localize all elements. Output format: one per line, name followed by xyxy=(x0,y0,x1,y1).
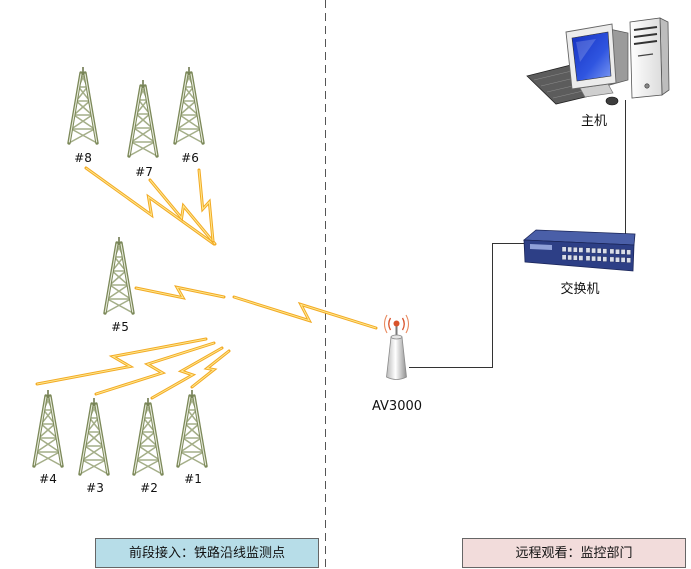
tower-8: #8 xyxy=(67,65,99,165)
switch-port xyxy=(609,248,615,255)
lightning-bolt xyxy=(35,337,208,386)
tower-icon xyxy=(67,65,99,145)
switch-port xyxy=(602,256,608,262)
antenna-label: AV3000 xyxy=(372,399,422,414)
lightning-bolt xyxy=(148,178,217,246)
switch-antenna-cable xyxy=(409,243,526,368)
switch-port xyxy=(591,247,596,254)
lightning-bolt xyxy=(197,168,215,243)
tower-label: #3 xyxy=(86,481,104,495)
front-end-zone-box xyxy=(95,538,319,568)
tower-label: #7 xyxy=(135,165,153,179)
tower-5: #5 xyxy=(103,235,135,334)
tower-icon xyxy=(78,396,110,476)
switch-port xyxy=(626,249,631,255)
tower-label: #6 xyxy=(181,151,199,165)
tower-icon xyxy=(132,396,164,476)
front-end-zone-label: 前段接入：铁路沿线监测点 xyxy=(129,545,285,561)
switch-ports xyxy=(561,246,631,263)
tower-icon xyxy=(173,65,205,145)
remote-zone-box xyxy=(462,538,686,568)
tower-icon xyxy=(32,388,64,468)
tower-1: #1 xyxy=(176,388,208,486)
antenna-icon xyxy=(383,314,410,380)
switch-port xyxy=(602,248,608,254)
host-node: 主机 xyxy=(526,17,670,129)
tower-label: #1 xyxy=(184,472,202,486)
switch-port xyxy=(615,257,620,263)
computer-icon xyxy=(526,17,670,106)
lightning-bolt xyxy=(134,285,226,300)
tower-label: #8 xyxy=(74,151,92,165)
switch-port xyxy=(596,248,602,254)
tower-2: #2 xyxy=(132,396,164,495)
av3000-node: AV3000 xyxy=(372,314,422,414)
tower-4: #4 xyxy=(32,388,64,486)
switch-label: 交换机 xyxy=(560,281,599,297)
switch-port xyxy=(626,257,631,263)
switch-port xyxy=(573,254,578,261)
front-end-zone: 前段接入：铁路沿线监测点 xyxy=(95,538,319,568)
remote-zone-label: 远程观看：监控部门 xyxy=(515,545,632,561)
switch-port xyxy=(561,254,567,260)
tower-label: #4 xyxy=(39,472,57,486)
switch-port xyxy=(567,254,572,261)
tower-icon xyxy=(176,388,208,468)
tower-3: #3 xyxy=(78,396,110,495)
switch-node: 交换机 xyxy=(522,229,636,297)
lightning-bolt xyxy=(84,166,216,246)
lightning-bolt xyxy=(150,346,224,400)
lightning-bolt xyxy=(232,295,378,330)
remote-zone: 远程观看：监控部门 xyxy=(462,538,686,568)
switch-port xyxy=(567,246,572,253)
switch-port xyxy=(578,247,584,253)
lightning-bolt xyxy=(190,349,231,389)
switch-port xyxy=(620,257,626,263)
tower-6: #6 xyxy=(173,65,205,165)
wireless-links xyxy=(35,166,378,400)
switch-port xyxy=(573,246,578,253)
tower-7: #7 xyxy=(127,78,159,179)
tower-icon xyxy=(127,78,159,158)
tower-label: #2 xyxy=(140,481,158,495)
switch-port xyxy=(585,255,591,262)
switch-port xyxy=(609,256,615,263)
switch-port xyxy=(620,249,626,255)
tower-icon xyxy=(103,235,135,315)
switch-port xyxy=(578,255,584,261)
tower-label: #5 xyxy=(111,320,129,334)
lightning-bolt xyxy=(94,341,216,396)
host-label: 主机 xyxy=(581,114,607,129)
switch-port xyxy=(596,256,602,262)
switch-port xyxy=(585,247,591,254)
switch-port xyxy=(561,246,567,252)
network-switch-icon xyxy=(522,229,636,272)
switch-port xyxy=(591,255,596,262)
switch-port xyxy=(615,248,620,255)
